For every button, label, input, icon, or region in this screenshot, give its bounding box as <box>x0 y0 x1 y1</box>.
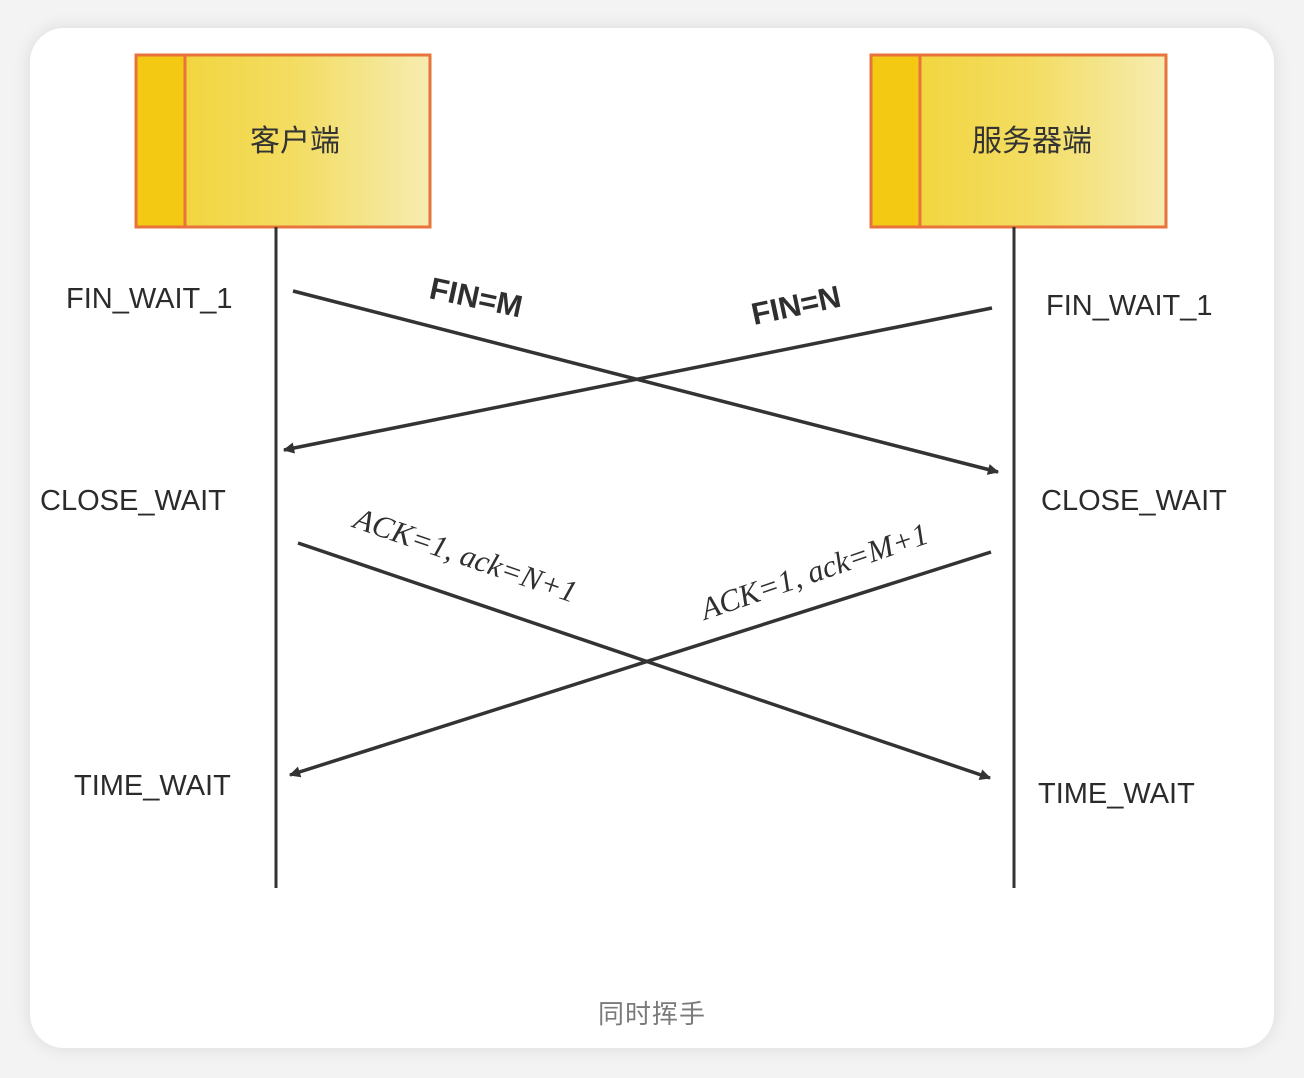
fin-client-arrow <box>292 289 1000 475</box>
server-state-fin-wait-1: FIN_WAIT_1 <box>1046 290 1213 322</box>
client-label: 客户端 <box>250 124 340 159</box>
figure-caption: 同时挥手 <box>597 1000 706 1030</box>
fin-server-arrow <box>282 306 993 454</box>
client-state-close-wait: CLOSE_WAIT <box>40 485 226 517</box>
ack-server-label: ACK=1, ack=M+1 <box>694 516 933 627</box>
client-state-time-wait: TIME_WAIT <box>74 770 231 802</box>
server-label: 服务器端 <box>972 124 1092 159</box>
server-state-close-wait: CLOSE_WAIT <box>1041 485 1227 517</box>
client-state-fin-wait-1: FIN_WAIT_1 <box>66 283 233 315</box>
ack-client-arrow <box>297 541 992 781</box>
ack-client-label: ACK=1, ack=N+1 <box>348 500 582 610</box>
client-participant-box: 客户端 <box>134 53 432 229</box>
server-participant-box: 服务器端 <box>869 53 1168 229</box>
fin-client-label: FIN=M <box>427 271 526 325</box>
fin-server-label: FIN=N <box>748 279 844 332</box>
ack-server-arrow <box>288 550 992 778</box>
server-state-time-wait: TIME_WAIT <box>1038 778 1195 810</box>
